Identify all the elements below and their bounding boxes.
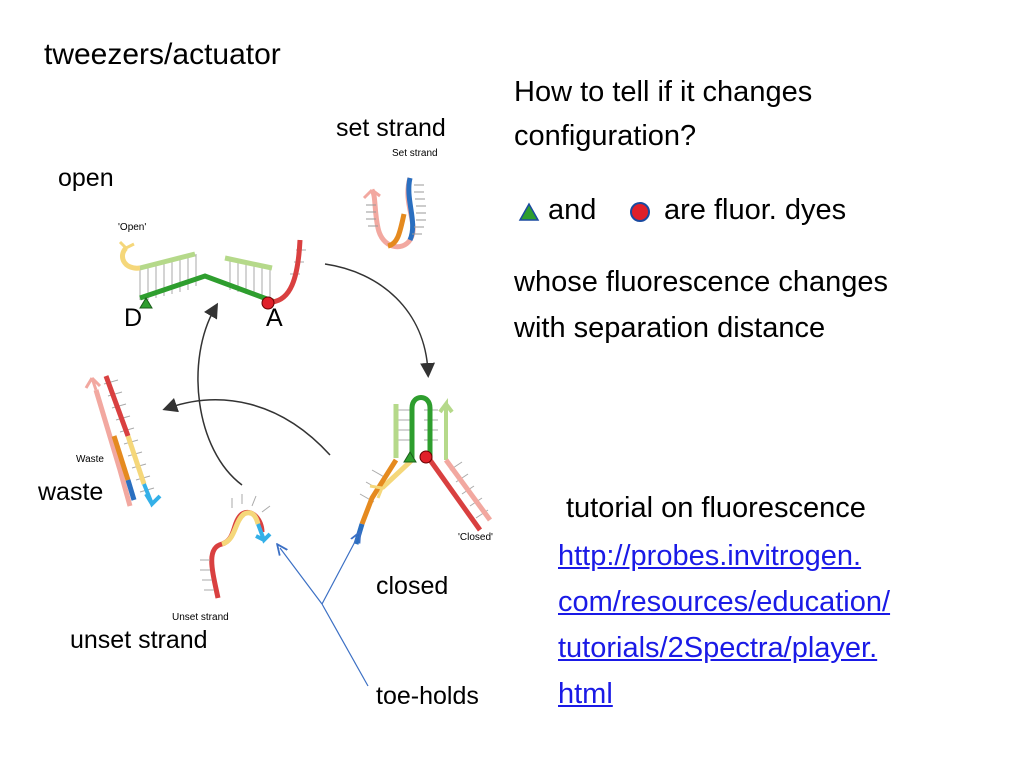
unset-strand-figure xyxy=(200,494,272,599)
label-toe-holds: toe-holds xyxy=(376,682,479,710)
toe-hold-pointers xyxy=(280,536,369,687)
label-acceptor: A xyxy=(266,304,283,332)
cycle-arrows xyxy=(162,263,436,486)
arrow-unset-to-open xyxy=(197,302,243,486)
question-line-2: configuration? xyxy=(514,120,697,152)
tutorial-link-line-3[interactable]: tutorials/2Spectra/player. xyxy=(558,632,878,664)
donor-triangle-icon-closed xyxy=(403,451,417,463)
label-set-strand: set strand xyxy=(336,114,446,142)
whose-line-1: whose fluorescence changes xyxy=(514,266,889,298)
whose-line-2: with separation distance xyxy=(514,312,826,344)
donor-triangle-legend-icon xyxy=(518,202,540,221)
acceptor-circle-icon xyxy=(261,296,275,310)
question-line-1: How to tell if it changes xyxy=(514,76,813,108)
tutorial-text: tutorial on fluorescence xyxy=(566,492,866,524)
fig-label-waste: Waste xyxy=(76,454,104,465)
waste-duplex-figure xyxy=(84,375,162,508)
acceptor-circle-icon-closed xyxy=(419,450,433,464)
tutorial-link-line-1[interactable]: http://probes.invitrogen. xyxy=(558,540,862,572)
label-waste: waste xyxy=(38,478,104,506)
donor-triangle-icon xyxy=(139,297,153,309)
arrow-closed-to-waste xyxy=(162,397,331,456)
tutorial-link-line-4[interactable]: html xyxy=(558,678,613,710)
open-tweezers-figure xyxy=(118,239,306,310)
closed-tweezers-figure xyxy=(353,395,493,545)
fig-label-closed: 'Closed' xyxy=(458,532,493,543)
and-text: and xyxy=(548,194,597,226)
fig-label-open: 'Open' xyxy=(118,222,147,233)
set-strand-figure xyxy=(362,177,426,250)
tutorial-link-line-2[interactable]: com/resources/education/ xyxy=(558,586,891,618)
arrow-open-to-closed xyxy=(324,263,436,378)
label-unset-strand: unset strand xyxy=(70,626,208,654)
label-open: open xyxy=(58,164,114,192)
label-closed: closed xyxy=(376,572,449,600)
acceptor-circle-legend-icon xyxy=(630,202,650,222)
fig-label-set-strand: Set strand xyxy=(392,148,438,159)
dyes-text: are fluor. dyes xyxy=(664,194,847,226)
slide-title: tweezers/actuator xyxy=(44,38,281,71)
label-donor: D xyxy=(124,304,143,332)
fig-label-unset-strand: Unset strand xyxy=(172,612,229,623)
